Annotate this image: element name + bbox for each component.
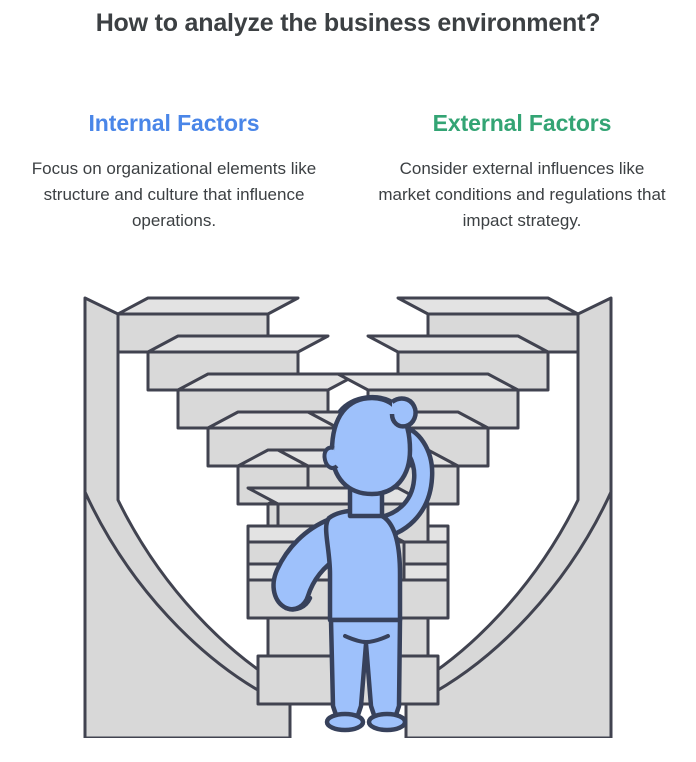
person-head — [329, 395, 413, 497]
right-step-2-top — [366, 334, 550, 354]
internal-factors-heading: Internal Factors — [88, 110, 260, 136]
right-step-6-top — [246, 486, 430, 506]
right-wall-curved-edge — [422, 490, 613, 700]
person-left-hand — [283, 595, 313, 612]
column-external-factors: External Factors Consider external influ… — [348, 108, 696, 234]
person-figure — [271, 395, 435, 733]
page-title: How to analyze the business environment? — [95, 9, 601, 37]
left-step-3-top — [176, 372, 360, 392]
person-right-shoe — [366, 711, 408, 733]
right-step-1-top — [396, 296, 580, 316]
person-left-shoe — [324, 711, 366, 733]
person-belt-detail — [343, 634, 390, 645]
staircase-illustration-svg — [83, 296, 613, 738]
external-factors-heading: External Factors — [432, 110, 612, 136]
internal-factors-description: Focus on organizational elements like st… — [31, 159, 317, 230]
right-step-3-top — [336, 372, 520, 392]
external-factors-description: Consider external influences like market… — [378, 159, 666, 230]
person-hand-on-head — [389, 396, 418, 429]
factor-columns: Internal Factors Focus on organizational… — [0, 108, 696, 234]
left-step-1-top — [116, 296, 300, 316]
staircase-illustration — [0, 286, 696, 738]
left-step-2-top — [146, 334, 330, 354]
person-ear — [322, 445, 339, 470]
column-internal-factors: Internal Factors Focus on organizational… — [0, 108, 348, 234]
left-wall-curved-edge — [83, 490, 274, 700]
person-torso — [323, 508, 403, 623]
